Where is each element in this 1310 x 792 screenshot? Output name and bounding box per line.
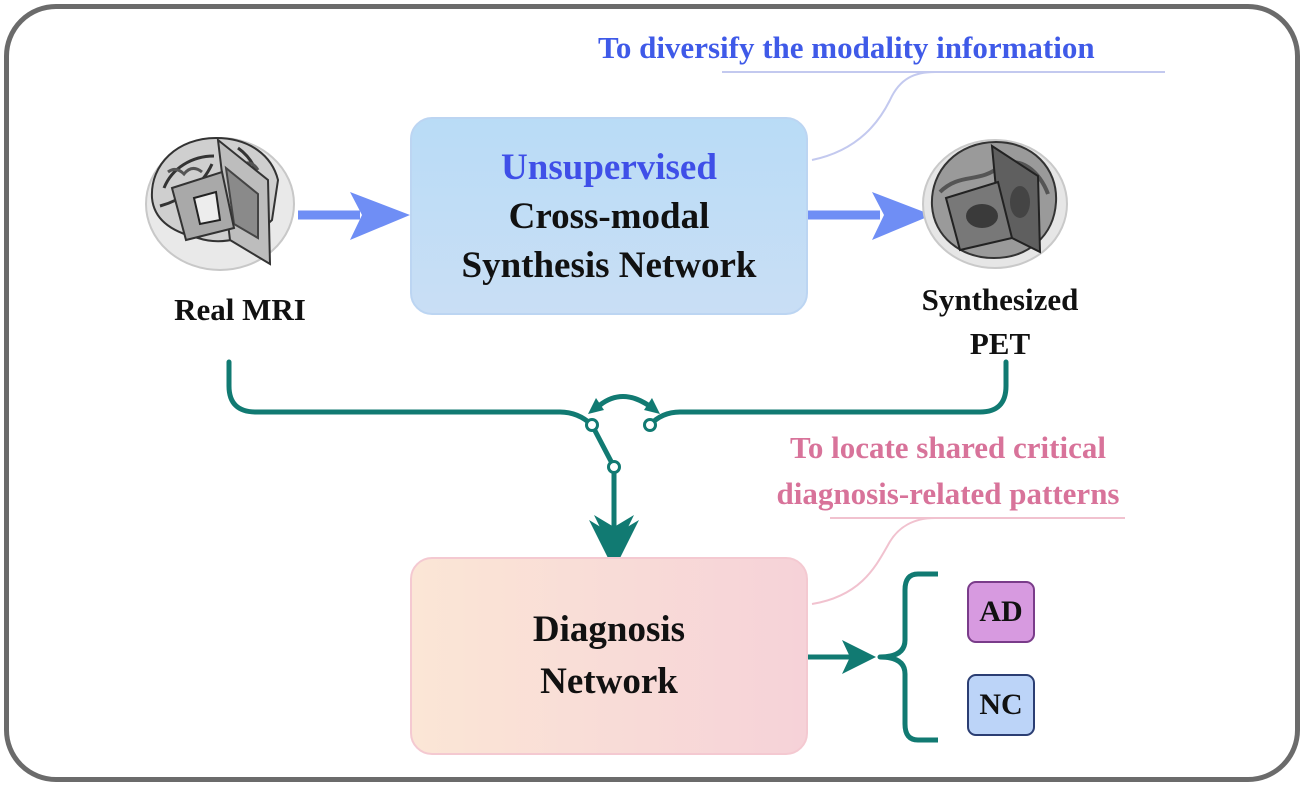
class-ad-badge: AD [967, 581, 1035, 643]
class-brace [877, 571, 938, 743]
switch-nodes [585, 418, 657, 474]
blue-annotation-leader [722, 71, 1165, 161]
diagnosis-network-box: Diagnosis Network [410, 557, 808, 755]
class-nc-badge: NC [967, 674, 1035, 736]
synthesized-pet-line-2: PET [969, 326, 1031, 361]
switch-arc-arrowheads [588, 398, 660, 414]
pink-annotation-leader [811, 517, 1125, 605]
diversify-annotation: To diversify the modality information [598, 30, 1095, 65]
synthesized-pet-label: Synthesized PET [895, 278, 1105, 366]
locate-patterns-line-1: To locate shared critical [790, 430, 1106, 465]
diagnosis-line-2: Network [540, 661, 678, 702]
locate-patterns-line-2: diagnosis-related patterns [776, 476, 1120, 511]
synthesis-to-pet-arrow [808, 192, 932, 240]
figure-frame [4, 4, 1300, 782]
feature-merge-connector [226, 359, 1009, 570]
synthesis-line-3: Synthesis Network [461, 244, 757, 286]
real-mri-label: Real MRI [174, 292, 306, 327]
mri-brain-icon [145, 136, 295, 271]
synthesis-highlight-word: Unsupervised [501, 146, 717, 188]
synthesized-pet-line-1: Synthesized [921, 282, 1079, 317]
synthesis-line-2: Cross-modal [508, 195, 710, 237]
mri-to-synthesis-arrow [298, 192, 410, 240]
synthesis-network-box: Unsupervised Cross-modal Synthesis Netwo… [410, 117, 808, 315]
pet-brain-icon [922, 139, 1068, 269]
locate-patterns-annotation: To locate shared critical diagnosis-rela… [738, 425, 1158, 517]
diagnosis-to-classes-arrow [808, 640, 876, 674]
merge-arrowhead [594, 515, 634, 556]
diagnosis-line-1: Diagnosis [532, 609, 686, 650]
